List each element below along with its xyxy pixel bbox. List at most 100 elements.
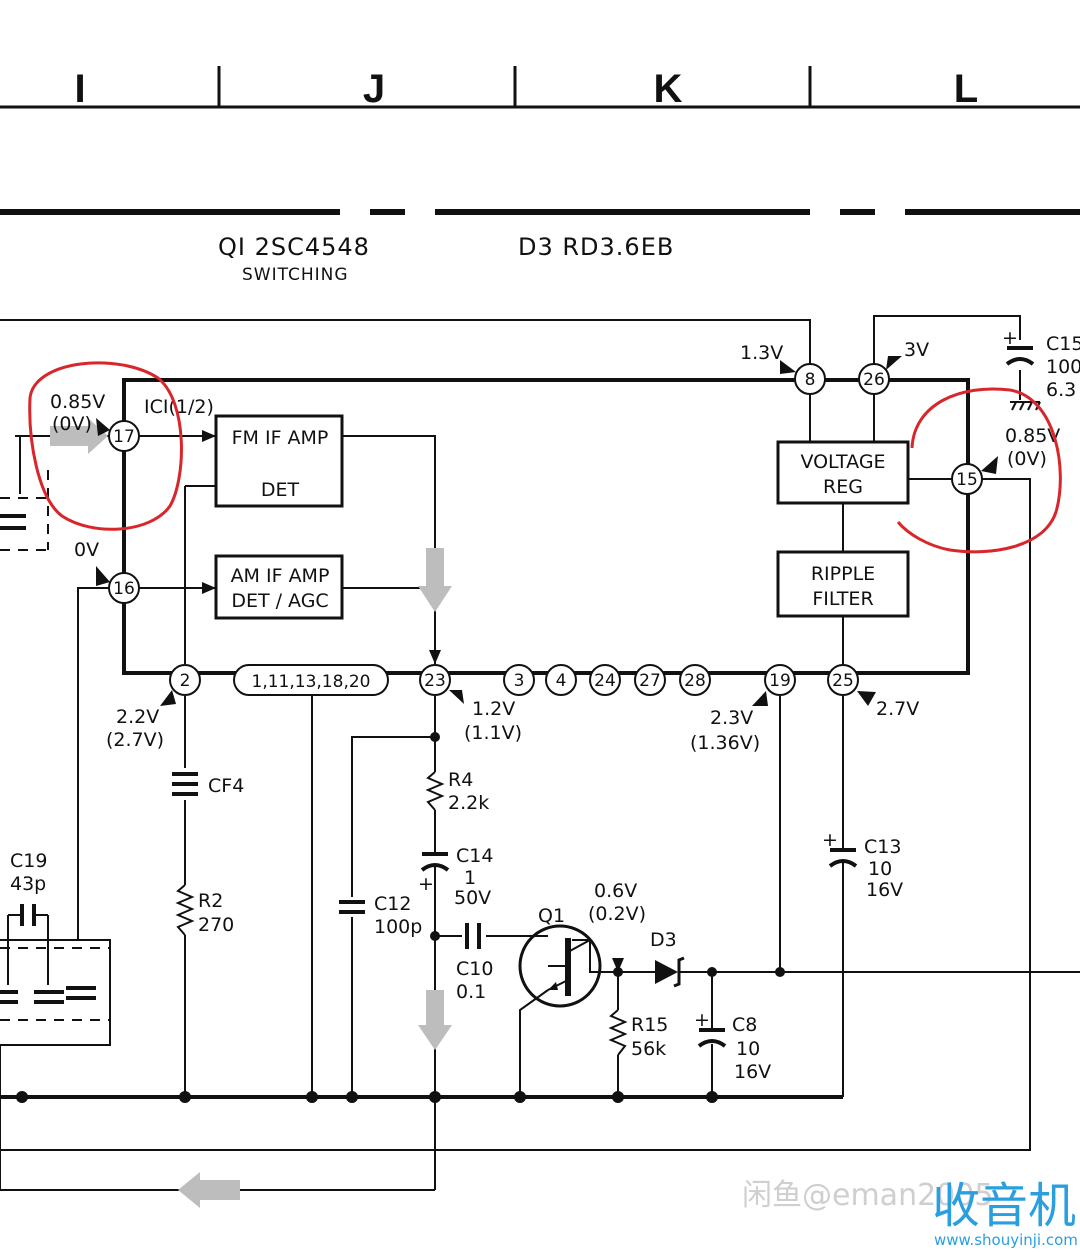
r2-label: R2 bbox=[198, 890, 223, 912]
watermark-user: 闲鱼@eman2005 bbox=[742, 1178, 993, 1213]
pin-3-number: 3 bbox=[514, 671, 525, 691]
highlight-circle-pin17 bbox=[28, 361, 183, 531]
r15-label: R15 bbox=[631, 1014, 668, 1036]
pin-17-voltage: 0.85V bbox=[50, 391, 105, 413]
c8-capacitor bbox=[697, 1028, 727, 1048]
wiring bbox=[0, 315, 1080, 1191]
c15-label: C15 bbox=[1046, 333, 1080, 355]
watermark-site-url: www.shouyinji.com bbox=[934, 1231, 1078, 1249]
junction-dots bbox=[16, 583, 785, 1103]
c14-value: 1 bbox=[464, 867, 476, 889]
column-letter-l: L bbox=[954, 67, 978, 111]
ripple-filter-block: RIPPLE FILTER bbox=[776, 550, 910, 618]
pin-3 bbox=[503, 664, 535, 696]
pin-15-voltage-alt: (0V) bbox=[1007, 448, 1047, 470]
pin-16-number: 16 bbox=[113, 579, 135, 599]
q1-collector-voltage: 0.6V bbox=[594, 880, 637, 902]
column-letter-i: I bbox=[74, 67, 85, 111]
c15-polarity: + bbox=[1002, 327, 1018, 349]
c14-voltage: 50V bbox=[454, 887, 491, 909]
c10-value: 0.1 bbox=[456, 981, 486, 1003]
c14-label: C14 bbox=[456, 845, 493, 867]
pin-15 bbox=[951, 463, 983, 495]
c8-value: 10 bbox=[736, 1038, 760, 1060]
pin-23 bbox=[419, 664, 451, 696]
voltage-pointer-icons bbox=[96, 356, 998, 706]
signal-arrows bbox=[202, 430, 624, 972]
pin-26-number: 26 bbox=[863, 370, 885, 390]
pin-24-number: 24 bbox=[594, 671, 616, 691]
ic-pins bbox=[108, 363, 983, 696]
pin-4-number: 4 bbox=[556, 671, 567, 691]
q1-part-number: QI 2SC4548 bbox=[218, 233, 370, 261]
pin-26 bbox=[858, 363, 890, 395]
pin-2-voltage-alt: (2.7V) bbox=[106, 729, 164, 751]
c15-voltage: 6.3 bbox=[1046, 379, 1076, 401]
c14-capacitor bbox=[420, 852, 450, 872]
c19-capacitor bbox=[20, 904, 36, 926]
pin-15-voltage: 0.85V bbox=[1005, 425, 1060, 447]
fm-if-amp-block: FM IF AMP DET bbox=[214, 414, 344, 508]
pin-23-voltage: 1.2V bbox=[472, 698, 515, 720]
c19-value: 43p bbox=[10, 873, 46, 895]
c10-label: C10 bbox=[456, 958, 493, 980]
c8-polarity: + bbox=[694, 1009, 710, 1031]
r4-value: 2.2k bbox=[448, 792, 489, 814]
pin-25-voltage: 2.7V bbox=[876, 698, 919, 720]
r4-resistor bbox=[425, 771, 445, 811]
ic-outline bbox=[122, 378, 970, 675]
dashed-shield-lines bbox=[0, 470, 110, 1021]
vreg-block-line2: REG bbox=[823, 476, 863, 498]
pin-27 bbox=[634, 664, 666, 696]
ripple-block-line1: RIPPLE bbox=[811, 563, 875, 585]
pin-8-number: 8 bbox=[805, 370, 816, 390]
pin-25-number: 25 bbox=[832, 671, 854, 691]
pin-27-number: 27 bbox=[639, 671, 661, 691]
q1-emitter-arrow-icon bbox=[548, 982, 558, 990]
q1-transistor bbox=[518, 924, 602, 1008]
column-header bbox=[0, 66, 1080, 109]
pin-24 bbox=[589, 664, 621, 696]
pin-19-number: 19 bbox=[769, 671, 791, 691]
am-if-amp-block: AM IF AMP DET / AGC bbox=[214, 554, 344, 620]
pin-2-number: 2 bbox=[180, 671, 191, 691]
fm-block-line2: DET bbox=[261, 479, 300, 501]
c8-label: C8 bbox=[732, 1014, 757, 1036]
q1-collector-voltage-alt: (0.2V) bbox=[588, 903, 646, 925]
c13-voltage: 16V bbox=[866, 879, 903, 901]
r2-value: 270 bbox=[198, 914, 234, 936]
c14-polarity: + bbox=[418, 873, 434, 895]
c13-label: C13 bbox=[864, 836, 901, 858]
pin-17 bbox=[108, 420, 140, 452]
r15-resistor bbox=[608, 1009, 628, 1056]
highlight-circle-pin15 bbox=[896, 387, 1062, 554]
flow-arrow-icons bbox=[50, 418, 452, 1208]
r2-resistor bbox=[175, 884, 195, 936]
c15-value: 100 bbox=[1046, 356, 1080, 378]
r4-label: R4 bbox=[448, 769, 473, 791]
fm-block-line1: FM IF AMP bbox=[232, 427, 329, 449]
pin-16 bbox=[108, 572, 140, 604]
ic-label: ICI(1/2) bbox=[144, 396, 214, 418]
q1-label: Q1 bbox=[538, 905, 565, 927]
pin-23-number: 23 bbox=[424, 671, 446, 691]
c15-capacitor bbox=[1005, 346, 1035, 366]
pin-15-number: 15 bbox=[956, 470, 978, 490]
pin-group-ground bbox=[233, 664, 389, 696]
watermark-site-cn: 收音机 bbox=[932, 1178, 1076, 1234]
d3-zener-diode bbox=[655, 956, 685, 988]
pin-group-ground-numbers: 1,11,13,18,20 bbox=[252, 672, 371, 692]
cf4-label: CF4 bbox=[208, 775, 244, 797]
pin-19 bbox=[764, 664, 796, 696]
c10-capacitor bbox=[465, 923, 481, 949]
highlight-annotations bbox=[28, 361, 1062, 554]
pin-26-voltage: 3V bbox=[904, 339, 929, 361]
pin-17-voltage-alt: (0V) bbox=[52, 413, 92, 435]
vreg-block-line1: VOLTAGE bbox=[800, 451, 885, 473]
pin-28-number: 28 bbox=[684, 671, 706, 691]
r15-value: 56k bbox=[631, 1038, 666, 1060]
cf4-filter bbox=[172, 772, 198, 796]
pin-25 bbox=[827, 664, 859, 696]
pin-23-voltage-alt: (1.1V) bbox=[464, 722, 522, 744]
